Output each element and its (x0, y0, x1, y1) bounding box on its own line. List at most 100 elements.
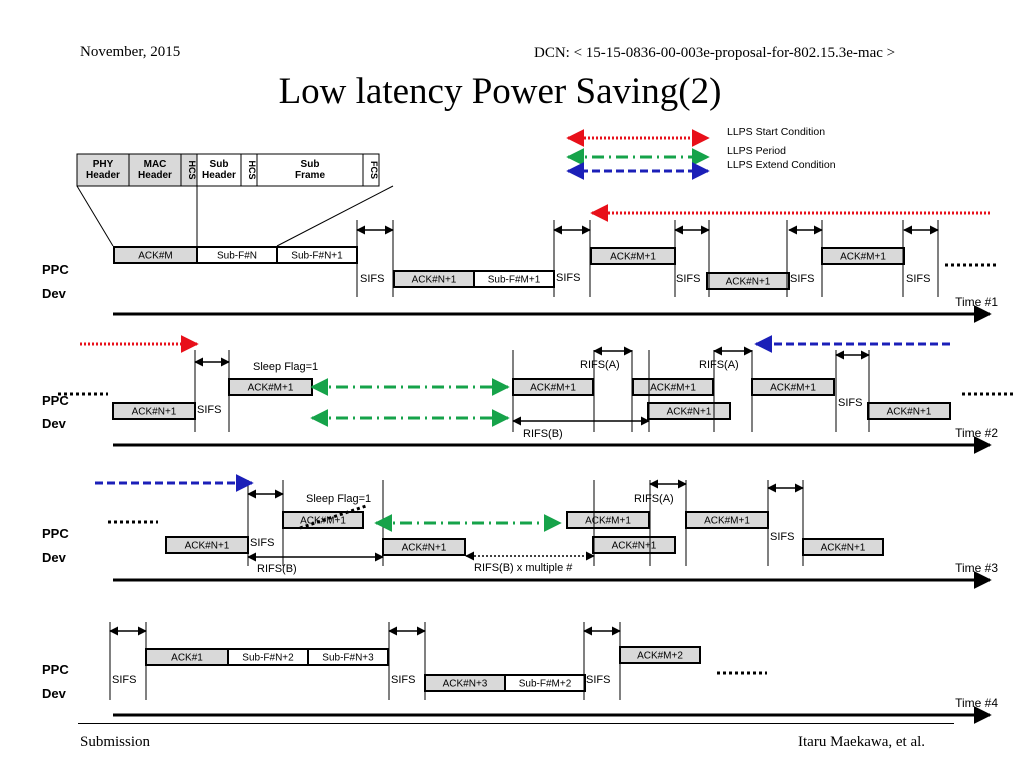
frame-label: ACK#M+2 (637, 651, 683, 662)
rifs-a-label: RIFS(A) (699, 359, 739, 371)
sifs-label: SIFS (586, 674, 610, 686)
frame-ack-n3: ACK#N+3 Sub-F#M+2 (424, 674, 586, 692)
format-field (362, 153, 380, 187)
header-date: November, 2015 (80, 44, 181, 60)
frame-ack-n1: ACK#N+1 (867, 402, 951, 420)
dev-label: Dev (42, 416, 67, 431)
frame-label: ACK#M+1 (248, 383, 294, 394)
frame-ack-n1: ACK#N+1 (165, 536, 249, 554)
ppc-label: PPC (42, 393, 69, 408)
frame-label: ACK#N+1 (132, 407, 177, 418)
frame-label: ACK#N+1 (612, 541, 657, 552)
rifs-b-multiple-label: RIFS(B) x multiple # (474, 562, 573, 574)
frame-label: ACK#M+1 (585, 516, 631, 527)
frame-segment (504, 674, 586, 692)
frame-ack-n1: ACK#N+1 (382, 538, 466, 556)
sleep-flag-label: Sleep Flag=1 (253, 361, 318, 373)
sifs-label: SIFS (391, 674, 415, 686)
frame-label: Sub-F#N+2 (242, 653, 294, 664)
legend-label: LLPS Start Condition (727, 126, 825, 138)
time-label: Time #4 (955, 696, 998, 710)
frame-ack-m1: ACK#M+1 (685, 511, 769, 529)
format-field-label: HCS (247, 160, 257, 179)
frame-label: ACK#N+1 (887, 407, 932, 418)
dev-label: Dev (42, 550, 67, 565)
time-label: Time #1 (955, 295, 998, 309)
legend-label: LLPS Extend Condition (727, 159, 836, 171)
ppc-label: PPC (42, 526, 69, 541)
frame-ack-m1: ACK#M+1 (512, 378, 594, 396)
format-field-label: PHY (93, 159, 114, 170)
frame-label: Sub-F#M+1 (488, 275, 541, 286)
frame-label: ACK#N+1 (185, 541, 230, 552)
format-zoom-line (276, 185, 394, 247)
frame-label: ACK#N+3 (443, 679, 488, 690)
sleep-flag-label: Sleep Flag=1 (306, 493, 371, 505)
frame-label: ACK#N+1 (821, 543, 866, 554)
sifs-label: SIFS (838, 397, 862, 409)
format-field (196, 153, 242, 187)
sifs-label: SIFS (360, 273, 384, 285)
frame-segment (566, 511, 650, 529)
format-zoom-line (76, 185, 114, 247)
footer-authors: Itaru Maekawa, et al. (798, 734, 926, 750)
sifs-label: SIFS (197, 404, 221, 416)
frame-ack-n1: ACK#N+1 (802, 538, 884, 556)
frame-label: Sub-F#N+3 (322, 653, 374, 664)
frame-ack-m1: ACK#M+1 (632, 378, 714, 396)
frame-ack-n1: ACK#N+1 (706, 272, 790, 290)
frame-label: ACK#M+1 (840, 252, 886, 263)
frame-ack-n1: ACK#N+1 (112, 402, 196, 420)
frame-ack-m1: ACK#M+1 (228, 378, 313, 396)
dev-label: Dev (42, 286, 67, 301)
format-field-label: MAC (144, 159, 167, 170)
frame-ack-m1: ACK#M+1 (566, 511, 650, 529)
time-label: Time #2 (955, 426, 998, 440)
frame-segment (592, 536, 676, 554)
frame-label: ACK#N+1 (412, 275, 457, 286)
sifs-label: SIFS (790, 273, 814, 285)
frame-label: Sub-F#M+2 (519, 679, 572, 690)
format-field-label: HCS (187, 160, 197, 179)
frame-ack-n1: ACK#N+1 (592, 536, 676, 554)
footer-submission: Submission (80, 734, 151, 750)
frame-ack-n1: ACK#N+1 Sub-F#M+1 (393, 270, 555, 288)
format-field-label: Sub (210, 159, 229, 170)
frame-label: ACK#N+1 (726, 277, 771, 288)
frame-ack-1: ACK#1 Sub-F#N+2 Sub-F#N+3 (145, 648, 389, 666)
format-field-label: Header (86, 170, 120, 181)
format-field-label: FCS (369, 161, 379, 179)
frame-segment (307, 648, 389, 666)
rifs-b-label: RIFS(B) (257, 563, 297, 575)
frame-label: ACK#M+1 (530, 383, 576, 394)
frame-label: ACK#M+1 (704, 516, 750, 527)
frame-segment (867, 402, 951, 420)
time-label: Time #3 (955, 561, 998, 575)
frame-segment (632, 378, 714, 396)
sifs-label: SIFS (556, 272, 580, 284)
frame-label: ACK#M+1 (610, 252, 656, 263)
frame-label: ACK#1 (171, 653, 203, 664)
rifs-a-label: RIFS(A) (580, 359, 620, 371)
ppc-label: PPC (42, 262, 69, 277)
frame-ack-m2: ACK#M+2 (619, 646, 701, 664)
format-field-label: Header (138, 170, 172, 181)
sifs-label: SIFS (770, 531, 794, 543)
frame-ack-m1: ACK#M+1 (821, 247, 905, 265)
frame-label: ACK#N+1 (667, 407, 712, 418)
sifs-label: SIFS (906, 273, 930, 285)
sifs-label: SIFS (112, 674, 136, 686)
rifs-a-label: RIFS(A) (634, 493, 674, 505)
sifs-label: SIFS (250, 537, 274, 549)
frame-label: ACK#N+1 (402, 543, 447, 554)
header-dcn: DCN: < 15-15-0836-00-003e-proposal-for-8… (534, 45, 896, 61)
frame-label: Sub-F#N (217, 251, 257, 262)
format-field (128, 153, 182, 187)
frame-label: ACK#M+1 (650, 383, 696, 394)
sifs-label: SIFS (676, 273, 700, 285)
frame-ack-m1: ACK#M+1 (590, 247, 676, 265)
frame-label: ACK#M (138, 251, 172, 262)
format-field-label: Header (202, 170, 236, 181)
